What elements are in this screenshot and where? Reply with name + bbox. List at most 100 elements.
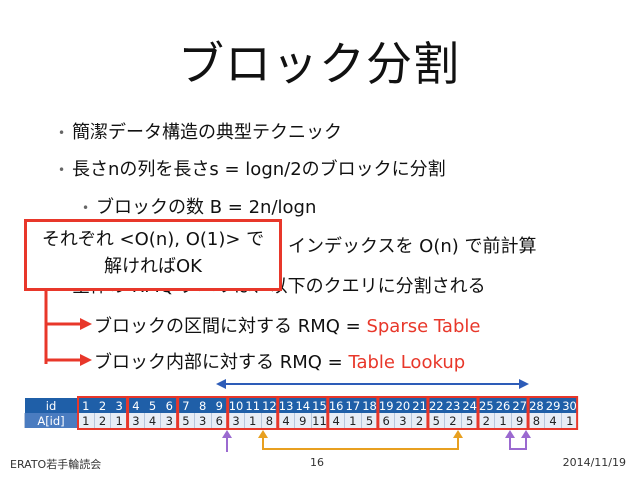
id-cell: 15	[311, 398, 328, 413]
bullet-text: 簡潔データ構造の典型テクニック	[72, 122, 342, 143]
purple-bracket	[509, 436, 527, 450]
value-cell: 6	[210, 413, 228, 428]
bullet-text: 長さnの列を長さs = logn/2のブロックに分割	[72, 159, 446, 180]
id-cell: 24	[461, 398, 478, 413]
id-cell: 30	[561, 398, 578, 413]
footer-date: 2014/11/19	[562, 456, 626, 469]
value-cell: 1	[77, 413, 95, 428]
bullet-1: • 簡潔データ構造の典型テクニック	[58, 118, 342, 144]
id-cell: 19	[377, 398, 395, 413]
id-cell: 27	[511, 398, 529, 413]
value-cell: 1	[344, 413, 362, 428]
value-cell: 1	[494, 413, 512, 428]
value-cell: 4	[544, 413, 562, 428]
bullet-dot-icon: •	[82, 201, 90, 215]
value-cell: 3	[127, 413, 145, 428]
callout-box: それぞれ <O(n), O(1)> で 解ければOK	[24, 219, 282, 291]
id-cell: 3	[110, 398, 128, 413]
id-cell: 8	[194, 398, 211, 413]
value-cell: 5	[460, 413, 478, 428]
value-cell: 8	[260, 413, 278, 428]
value-cell: 9	[293, 413, 312, 428]
bullet-2: • 長さnの列を長さs = logn/2のブロックに分割	[58, 155, 446, 181]
purple-arrowhead-icon	[505, 430, 515, 438]
callout-line-1: それぞれ <O(n), O(1)> で	[41, 229, 265, 250]
value-cell: 5	[177, 413, 195, 428]
block-border	[277, 396, 329, 430]
id-cell: 16	[327, 398, 345, 413]
bullet-3: • ブロックの数 B = 2n/logn	[82, 193, 316, 219]
orange-arrowhead-icon	[453, 430, 463, 438]
value-cell: 1	[243, 413, 262, 428]
block-border	[227, 396, 279, 430]
value-cell: 5	[427, 413, 445, 428]
id-cell: 7	[177, 398, 195, 413]
footer-page-number: 16	[310, 456, 324, 469]
bullet-dot-icon: •	[58, 126, 66, 140]
value-cell: 9	[510, 413, 529, 428]
value-cell: 4	[327, 413, 345, 428]
block-border	[177, 396, 229, 430]
value-cell: 3	[160, 413, 178, 428]
id-cell: 29	[544, 398, 562, 413]
block-border	[377, 396, 429, 430]
value-header: A[id]	[24, 413, 78, 428]
sparse-table-highlight: Sparse Table	[366, 316, 481, 337]
purple-arrowhead-icon	[521, 430, 531, 438]
value-cell: 2	[93, 413, 111, 428]
footer-left: ERATO若手輪読会	[10, 458, 102, 471]
value-cell: 3	[394, 413, 412, 428]
id-cell: 6	[160, 398, 178, 413]
id-cell: 10	[227, 398, 245, 413]
blue-arrowhead-left-icon	[216, 379, 226, 389]
slide-title: ブロック分割	[178, 37, 460, 91]
value-cell: 2	[444, 413, 462, 428]
sub-bullet-prefix: ブロックの区間に対する RMQ =	[94, 316, 367, 337]
id-cell: 13	[277, 398, 295, 413]
block-border	[327, 396, 379, 430]
id-cell: 20	[394, 398, 412, 413]
id-header: id	[24, 398, 78, 413]
block-border	[127, 396, 179, 430]
id-cell: 23	[444, 398, 462, 413]
id-cell: 28	[528, 398, 545, 413]
id-cell: 14	[294, 398, 312, 413]
red-arrowhead-icon	[80, 318, 92, 330]
value-cell: 4	[143, 413, 161, 428]
value-cell: 11	[310, 413, 328, 428]
value-cell: 2	[410, 413, 428, 428]
sub-bullet-sparse-table: ブロックの区間に対する RMQ = Sparse Table	[94, 312, 480, 338]
bullet-text: ブロックの数 B = 2n/logn	[96, 197, 317, 218]
id-cell: 18	[361, 398, 378, 413]
value-cell: 5	[360, 413, 378, 428]
id-cell: 9	[211, 398, 228, 413]
id-cell: 4	[127, 398, 145, 413]
id-cell: 21	[411, 398, 428, 413]
id-cell: 2	[94, 398, 111, 413]
value-cell: 1	[110, 413, 128, 428]
red-arrowhead-icon	[80, 354, 92, 366]
bullet-dot-icon: •	[58, 163, 66, 177]
id-cell: 1	[77, 398, 95, 413]
orange-arrowhead-icon	[258, 430, 268, 438]
bullet-4: インデックスを O(n) で前計算	[288, 232, 537, 258]
block-border	[427, 396, 479, 430]
orange-bracket	[262, 436, 459, 450]
id-cell: 26	[494, 398, 512, 413]
sub-bullet-prefix: ブロック内部に対する RMQ =	[94, 352, 349, 373]
blue-arrowhead-right-icon	[519, 379, 529, 389]
block-border	[77, 396, 129, 430]
value-cell: 1	[560, 413, 578, 428]
id-cell: 11	[244, 398, 262, 413]
bullet-text: インデックスを O(n) で前計算	[288, 236, 537, 257]
value-cell: 3	[193, 413, 211, 428]
callout-line-2: 解ければOK	[104, 256, 202, 277]
id-cell: 5	[144, 398, 161, 413]
id-cell: 17	[344, 398, 362, 413]
block-border	[527, 396, 579, 430]
